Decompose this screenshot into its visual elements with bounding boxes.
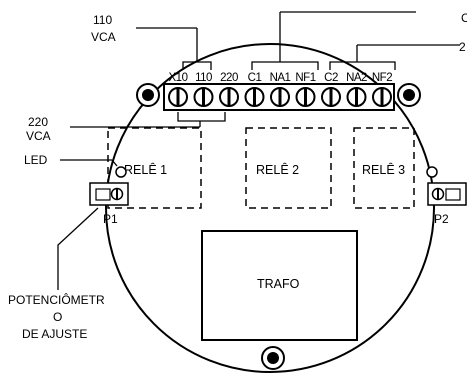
relay-2-box — [245, 127, 332, 209]
terminal-screw-icon — [244, 87, 265, 107]
bracket-relay2 — [329, 61, 396, 70]
terminal-screw-icon — [168, 87, 188, 107]
pot-label-line1: POTENCIÔMETR — [8, 292, 105, 307]
terminal-label: NF1 — [295, 72, 315, 84]
transformer-label: TRAFO — [257, 277, 300, 291]
terminal-screw-icon — [346, 87, 367, 107]
pot-callout-line — [57, 207, 99, 290]
relay-1-label: RELÊ 1 — [124, 162, 167, 177]
led-label: LED — [24, 153, 48, 167]
label-220: 220 — [28, 115, 48, 129]
terminal-label: C2 — [324, 72, 338, 84]
terminal-screw-icon — [372, 87, 392, 107]
terminal-label: NF2 — [372, 72, 392, 84]
label-top-right-1: C — [461, 11, 467, 25]
pot-p2-label: P2 — [434, 212, 449, 226]
mounting-hole-left — [136, 83, 160, 107]
terminal-label: X10 — [169, 72, 188, 84]
relay-3-label: RELÊ 3 — [362, 162, 405, 177]
label-110-unit: VCA — [91, 30, 116, 44]
terminal-label: 220 — [220, 72, 238, 84]
label-top-right-2: 2 — [459, 40, 466, 54]
mounting-hole-bottom — [261, 346, 285, 370]
mounting-hole-right — [397, 83, 421, 107]
relay-2-label: RELÊ 2 — [256, 162, 299, 177]
terminal-screw-icon — [219, 87, 239, 107]
bracket-220 — [177, 112, 226, 122]
relay-3-box — [353, 127, 415, 209]
transformer-box — [201, 230, 358, 341]
terminal-screw-icon — [321, 87, 341, 107]
terminal-label: NA1 — [270, 72, 291, 84]
pot-label-line3: DE AJUSTE — [22, 327, 87, 341]
led-left — [115, 166, 127, 178]
terminal-label: 110 — [195, 72, 212, 84]
pot-label-line2: O — [53, 310, 62, 324]
led-right — [426, 166, 438, 178]
relay-1-box — [107, 127, 202, 209]
board-outline — [105, 43, 435, 373]
label-110: 110 — [93, 13, 112, 27]
terminal-label: NA2 — [346, 72, 367, 84]
terminal-label: C1 — [248, 72, 262, 84]
terminal-screw-icon — [270, 87, 290, 107]
pot-p1-label: P1 — [103, 212, 118, 226]
terminal-screw-icon — [193, 87, 214, 107]
bracket-relay1 — [251, 61, 319, 70]
terminal-screw-icon — [295, 87, 316, 107]
terminal-labels: X10 110 220 C1 NA1 NF1 C2 NA2 NF2 — [169, 72, 393, 84]
terminal-screws — [168, 87, 392, 107]
label-220-unit: VCA — [26, 129, 51, 143]
